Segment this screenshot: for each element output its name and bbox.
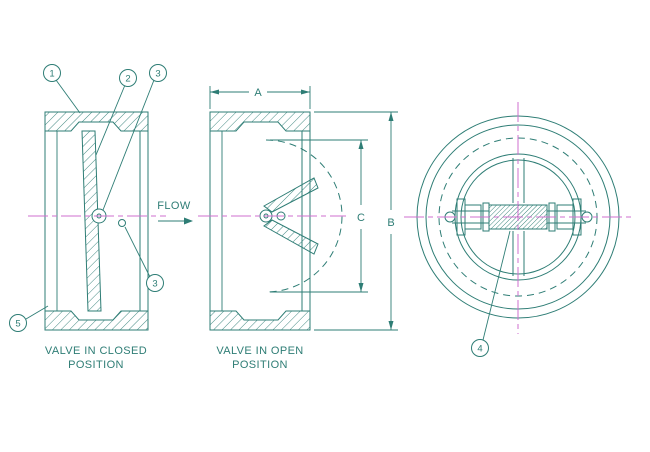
callout-3-top: 3 — [102, 64, 167, 211]
callout-4: 4 — [471, 230, 511, 357]
caption-closed-line1: VALVE IN CLOSED — [45, 345, 147, 357]
dim-c-arrow-bottom — [358, 283, 364, 292]
callout-1: 1 — [43, 64, 81, 114]
open-plate-lower — [263, 219, 319, 255]
callout-3-bottom-balloon — [146, 274, 164, 292]
caption-open: VALVE IN OPEN POSITION — [216, 345, 303, 371]
caption-open-line1: VALVE IN OPEN — [216, 345, 303, 357]
closed-plate — [81, 130, 102, 312]
dimension-a: A — [209, 86, 311, 109]
callout-2-balloon — [119, 69, 137, 87]
callout-5: 5 — [9, 305, 49, 332]
stop-pin — [118, 219, 126, 227]
callout-2-number: 2 — [125, 74, 130, 85]
flow-arrow-icon — [184, 217, 193, 225]
flow-label: FLOW — [157, 200, 191, 212]
dim-a-arrow-right — [301, 89, 310, 95]
open-plate-upper — [263, 177, 319, 213]
dimension-c: C — [270, 139, 368, 293]
callout-3-bottom: 3 — [124, 226, 164, 292]
dimension-b: B — [314, 111, 398, 331]
callout-5-number: 5 — [15, 319, 20, 330]
caption-closed-line2: POSITION — [68, 359, 124, 371]
dim-a-label: A — [254, 87, 262, 99]
callout-3-bottom-number: 3 — [152, 279, 157, 290]
view-open-position — [198, 111, 346, 331]
dim-c-label: C — [357, 212, 365, 224]
callout-3-top-balloon — [149, 64, 167, 82]
dim-b-label: B — [387, 217, 394, 229]
plate-swing-arc — [265, 139, 343, 293]
dim-b-arrow-bottom — [388, 321, 394, 330]
flow-indicator: FLOW — [157, 200, 193, 225]
dim-b-arrow-top — [388, 112, 394, 121]
view-end — [404, 102, 634, 334]
valve-body-bottom-section-open — [209, 310, 311, 331]
dim-a-arrow-left — [210, 89, 219, 95]
caption-closed: VALVE IN CLOSED POSITION — [45, 345, 147, 371]
callout-1-balloon — [43, 64, 61, 82]
callout-5-balloon — [9, 314, 27, 332]
callout-2: 2 — [95, 69, 137, 156]
valve-body-top-section — [44, 111, 149, 132]
dim-c-arrow-top — [358, 140, 364, 149]
valve-body-bottom-section — [44, 310, 149, 331]
callout-4-balloon — [471, 339, 489, 357]
caption-open-line2: POSITION — [232, 359, 288, 371]
callout-4-number: 4 — [477, 344, 482, 355]
valve-body-top-section-open — [209, 111, 311, 132]
view-closed-position — [28, 111, 166, 331]
callout-3-top-number: 3 — [155, 69, 160, 80]
callout-1-number: 1 — [49, 69, 54, 80]
